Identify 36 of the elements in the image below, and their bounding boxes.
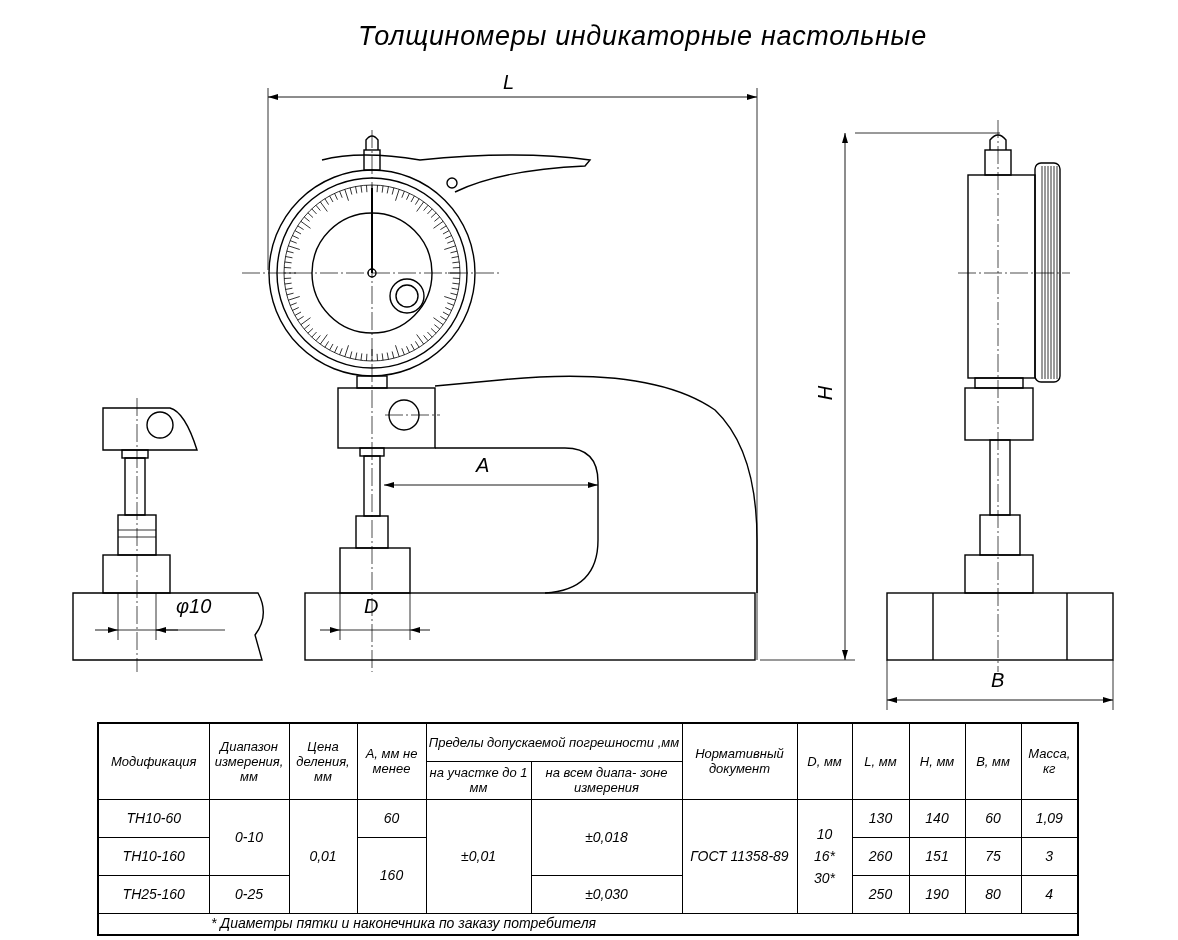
table-cell: 0,01 [289, 799, 357, 913]
table-cell: H, мм [909, 723, 965, 799]
table-cell: Модификация [98, 723, 209, 799]
table-cell: Диапазон измерения, мм [209, 723, 289, 799]
table-cell: B, мм [965, 723, 1021, 799]
table-cell: 75 [965, 837, 1021, 875]
table-cell: 190 [909, 875, 965, 913]
table-cell: 80 [965, 875, 1021, 913]
dimension-label: φ10 [176, 596, 212, 616]
table-cell: ТН25-160 [98, 875, 209, 913]
table-cell: Нормативный документ [682, 723, 797, 799]
dimension-label: B [991, 670, 1005, 690]
dimension-label: D [364, 596, 379, 616]
table-cell: D, мм [797, 723, 852, 799]
title: Толщиномеры индикаторные настольные [358, 20, 927, 53]
table-cell: А, мм не менее [357, 723, 426, 799]
table-cell: Цена деления, мм [289, 723, 357, 799]
table-cell: 10 16* 30* [797, 799, 852, 913]
table-cell: 0-10 [209, 799, 289, 875]
table-cell: на участке до 1 мм [426, 761, 531, 799]
table-cell: 260 [852, 837, 909, 875]
table-cell: ТН10-60 [98, 799, 209, 837]
table-cell: 60 [357, 799, 426, 837]
table-cell: Пределы допускаемой погрешности ,мм [426, 723, 682, 761]
table-cell: ГОСТ 11358-89 [682, 799, 797, 913]
table-cell: 130 [852, 799, 909, 837]
table-cell: 60 [965, 799, 1021, 837]
table-cell: ±0,018 [531, 799, 682, 875]
table-cell: L, мм [852, 723, 909, 799]
dimension-label: L [503, 72, 515, 92]
table-cell: 140 [909, 799, 965, 837]
table-cell: 151 [909, 837, 965, 875]
dimension-label: A [476, 455, 490, 475]
table-cell: 250 [852, 875, 909, 913]
table-cell: ±0,01 [426, 799, 531, 913]
dimension-label: H [815, 385, 836, 401]
